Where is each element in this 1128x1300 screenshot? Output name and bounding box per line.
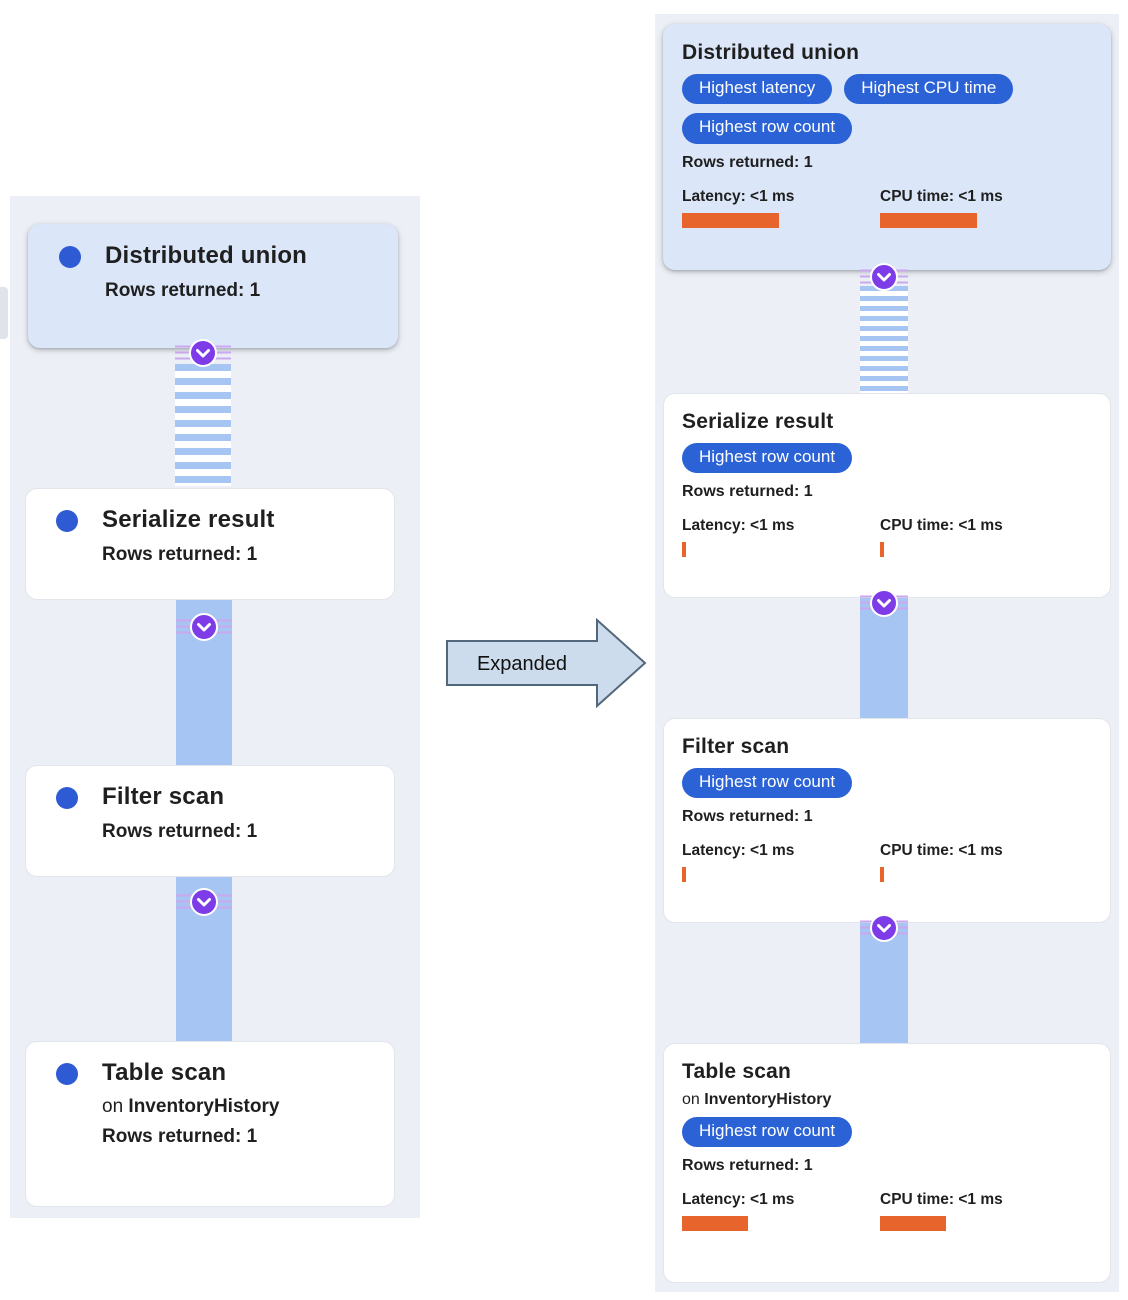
node-rows-returned: Rows returned: 1: [102, 821, 258, 842]
scrollbar-thumb[interactable]: [0, 287, 8, 339]
cpu-time-label: CPU time: <1 ms: [880, 517, 1003, 535]
table-name: InventoryHistory: [704, 1091, 832, 1108]
node-rows-returned: Rows returned: 1: [682, 1157, 813, 1175]
cpu-time-label: CPU time: <1 ms: [880, 187, 1003, 205]
node-rows-returned: Rows returned: 1: [682, 483, 813, 501]
badge-row: Highest row count: [682, 768, 1092, 799]
latency-metric: Latency: <1 ms: [682, 188, 880, 228]
metrics-row: Latency: <1 ms CPU time: <1 ms: [682, 842, 1092, 883]
badge-highest-cpu-time: Highest CPU time: [844, 74, 1014, 105]
node-dot-icon: [59, 246, 81, 268]
node-table-ref: on InventoryHistory: [682, 1091, 1092, 1109]
node-title: Distributed union: [682, 41, 860, 64]
badge-highest-row-count: Highest row count: [682, 768, 853, 799]
latency-label: Latency: <1 ms: [682, 517, 795, 535]
node-table-ref: on InventoryHistory: [102, 1096, 279, 1118]
plan-node-filter-scan[interactable]: Filter scan Rows returned: 1: [25, 765, 395, 877]
connector-toggle: [860, 588, 908, 618]
cpu-time-label: CPU time: <1 ms: [880, 1191, 1003, 1209]
cpu-metric: CPU time: <1 ms: [880, 517, 1078, 558]
latency-bar: [682, 212, 779, 228]
node-body: Distributed union Rows returned: 1: [105, 242, 307, 302]
cpu-time-bar: [880, 542, 884, 558]
node-dot-icon: [56, 787, 78, 809]
cpu-time-label: CPU time: <1 ms: [880, 842, 1003, 860]
node-rows-returned: Rows returned: 1: [105, 280, 261, 301]
node-title: Serialize result: [102, 506, 275, 533]
badge-row: Highest latency Highest CPU time Highest…: [682, 74, 1092, 144]
plan-node-distributed-union-expanded[interactable]: Distributed union Highest latency Highes…: [663, 24, 1111, 270]
latency-label: Latency: <1 ms: [682, 187, 795, 205]
latency-label: Latency: <1 ms: [682, 1191, 795, 1209]
arrow-shape: [446, 617, 647, 709]
node-body: Serialize result Rows returned: 1: [102, 506, 275, 566]
cpu-time-bar: [880, 867, 884, 883]
badge-highest-row-count: Highest row count: [682, 1117, 853, 1148]
node-title: Filter scan: [102, 783, 225, 810]
node-rows-returned: Rows returned: 1: [682, 808, 813, 826]
expanded-plan-panel: Distributed union Highest latency Highes…: [655, 14, 1119, 1292]
node-body: Table scan on InventoryHistory Rows retu…: [102, 1059, 279, 1148]
node-rows-returned: Rows returned: 1: [102, 1126, 258, 1147]
latency-bar: [682, 542, 686, 558]
node-rows-returned: Rows returned: 1: [682, 153, 813, 171]
connector-distributed-striped: [175, 364, 231, 486]
connector-toggle: [175, 338, 231, 368]
node-title: Filter scan: [682, 735, 790, 758]
cpu-time-bar: [880, 212, 977, 228]
connector-distributed-striped: [860, 286, 908, 393]
badge-highest-latency: Highest latency: [682, 74, 833, 105]
cpu-metric: CPU time: <1 ms: [880, 1191, 1078, 1232]
chevron-down-icon[interactable]: [869, 588, 899, 618]
connector-solid: [860, 923, 908, 1043]
plan-node-distributed-union[interactable]: Distributed union Rows returned: 1: [28, 224, 398, 348]
chevron-down-icon[interactable]: [189, 887, 219, 917]
badge-row: Highest row count: [682, 1117, 1092, 1148]
on-prefix: on: [102, 1096, 124, 1117]
badge-highest-row-count: Highest row count: [682, 443, 853, 474]
cpu-time-bar: [880, 1216, 946, 1232]
latency-label: Latency: <1 ms: [682, 842, 795, 860]
connector-toggle: [176, 612, 232, 642]
plan-node-table-scan-expanded[interactable]: Table scan on InventoryHistory Highest r…: [663, 1043, 1111, 1283]
chevron-down-icon[interactable]: [869, 913, 899, 943]
connector-solid: [860, 598, 908, 718]
connector-toggle: [860, 262, 908, 292]
arrow-label: Expanded: [477, 653, 567, 675]
badge-row: Highest row count: [682, 443, 1092, 474]
connector-toggle: [860, 913, 908, 943]
node-body: Filter scan Rows returned: 1: [102, 783, 257, 843]
node-title: Distributed union: [105, 242, 308, 269]
latency-metric: Latency: <1 ms: [682, 517, 880, 558]
node-title: Serialize result: [682, 410, 834, 433]
plan-node-table-scan[interactable]: Table scan on InventoryHistory Rows retu…: [25, 1041, 395, 1207]
plan-node-serialize-result[interactable]: Serialize result Rows returned: 1: [25, 488, 395, 600]
latency-bar: [682, 867, 686, 883]
cpu-metric: CPU time: <1 ms: [880, 188, 1078, 228]
node-title: Table scan: [102, 1059, 227, 1086]
connector-toggle: [176, 887, 232, 917]
node-title: Table scan: [682, 1060, 791, 1083]
expanded-arrow: Expanded: [446, 617, 647, 709]
on-prefix: on: [682, 1091, 700, 1108]
metrics-row: Latency: <1 ms CPU time: <1 ms: [682, 188, 1092, 228]
plan-node-filter-scan-expanded[interactable]: Filter scan Highest row count Rows retur…: [663, 718, 1111, 923]
chevron-down-icon[interactable]: [188, 338, 218, 368]
table-name: InventoryHistory: [128, 1096, 280, 1117]
collapsed-plan-panel: Distributed union Rows returned: 1 Seria…: [10, 196, 420, 1218]
node-dot-icon: [56, 510, 78, 532]
chevron-down-icon[interactable]: [189, 612, 219, 642]
metrics-row: Latency: <1 ms CPU time: <1 ms: [682, 517, 1092, 558]
plan-node-serialize-result-expanded[interactable]: Serialize result Highest row count Rows …: [663, 393, 1111, 598]
latency-metric: Latency: <1 ms: [682, 842, 880, 883]
chevron-down-icon[interactable]: [869, 262, 899, 292]
badge-highest-row-count: Highest row count: [682, 113, 853, 144]
node-rows-returned: Rows returned: 1: [102, 544, 258, 565]
latency-bar: [682, 1216, 748, 1232]
cpu-metric: CPU time: <1 ms: [880, 842, 1078, 883]
latency-metric: Latency: <1 ms: [682, 1191, 880, 1232]
metrics-row: Latency: <1 ms CPU time: <1 ms: [682, 1191, 1092, 1232]
node-dot-icon: [56, 1063, 78, 1085]
